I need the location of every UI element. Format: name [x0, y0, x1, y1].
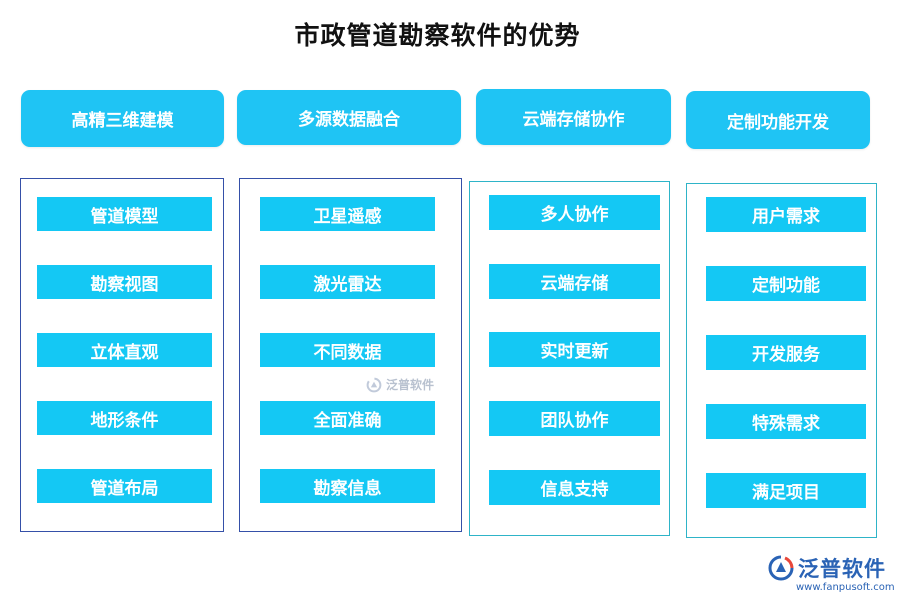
- column-header-2: 多源数据融合: [237, 90, 461, 145]
- column-panel-1: 管道模型 勘察视图 立体直观 地形条件 管道布局: [20, 178, 224, 532]
- column-1-item-4: 地形条件: [37, 401, 212, 435]
- column-3-item-4: 团队协作: [489, 401, 660, 436]
- brand-logo: 泛普软件 www.fanpusoft.com: [768, 553, 895, 597]
- column-1-item-2: 勘察视图: [37, 265, 212, 299]
- brand-name: 泛普软件: [798, 557, 886, 581]
- column-4-item-3: 开发服务: [706, 335, 866, 370]
- brand-url: www.fanpusoft.com: [796, 582, 895, 593]
- column-3-item-2: 云端存储: [489, 264, 660, 299]
- column-header-3: 云端存储协作: [476, 89, 671, 145]
- column-panel-3: 多人协作 云端存储 实时更新 团队协作 信息支持: [469, 181, 670, 536]
- column-1-item-1: 管道模型: [37, 197, 212, 231]
- column-4-item-2: 定制功能: [706, 266, 866, 301]
- column-4-item-4: 特殊需求: [706, 404, 866, 439]
- column-3-item-3: 实时更新: [489, 332, 660, 367]
- column-header-1: 高精三维建模: [21, 90, 224, 147]
- fanpu-logo-icon: [768, 555, 794, 581]
- column-3-item-1: 多人协作: [489, 195, 660, 230]
- column-3-item-5: 信息支持: [489, 470, 660, 505]
- column-2-item-3: 不同数据: [260, 333, 435, 367]
- watermark-text: 泛普软件: [386, 378, 435, 392]
- column-4-item-5: 满足项目: [706, 473, 866, 508]
- column-panel-2: 卫星遥感 激光雷达 不同数据 全面准确 勘察信息: [239, 178, 462, 532]
- column-2-item-2: 激光雷达: [260, 265, 435, 299]
- watermark-logo-icon: [366, 377, 382, 392]
- column-1-item-5: 管道布局: [37, 469, 212, 503]
- column-panel-4: 用户需求 定制功能 开发服务 特殊需求 满足项目: [686, 183, 877, 538]
- page-title: 市政管道勘察软件的优势: [294, 21, 581, 50]
- column-1-item-3: 立体直观: [37, 333, 212, 367]
- column-2-item-1: 卫星遥感: [260, 197, 435, 231]
- column-4-item-1: 用户需求: [706, 197, 866, 232]
- watermark: 泛普软件: [366, 376, 434, 393]
- column-header-4: 定制功能开发: [686, 91, 870, 149]
- column-2-item-5: 勘察信息: [260, 469, 435, 503]
- column-2-item-4: 全面准确: [260, 401, 435, 435]
